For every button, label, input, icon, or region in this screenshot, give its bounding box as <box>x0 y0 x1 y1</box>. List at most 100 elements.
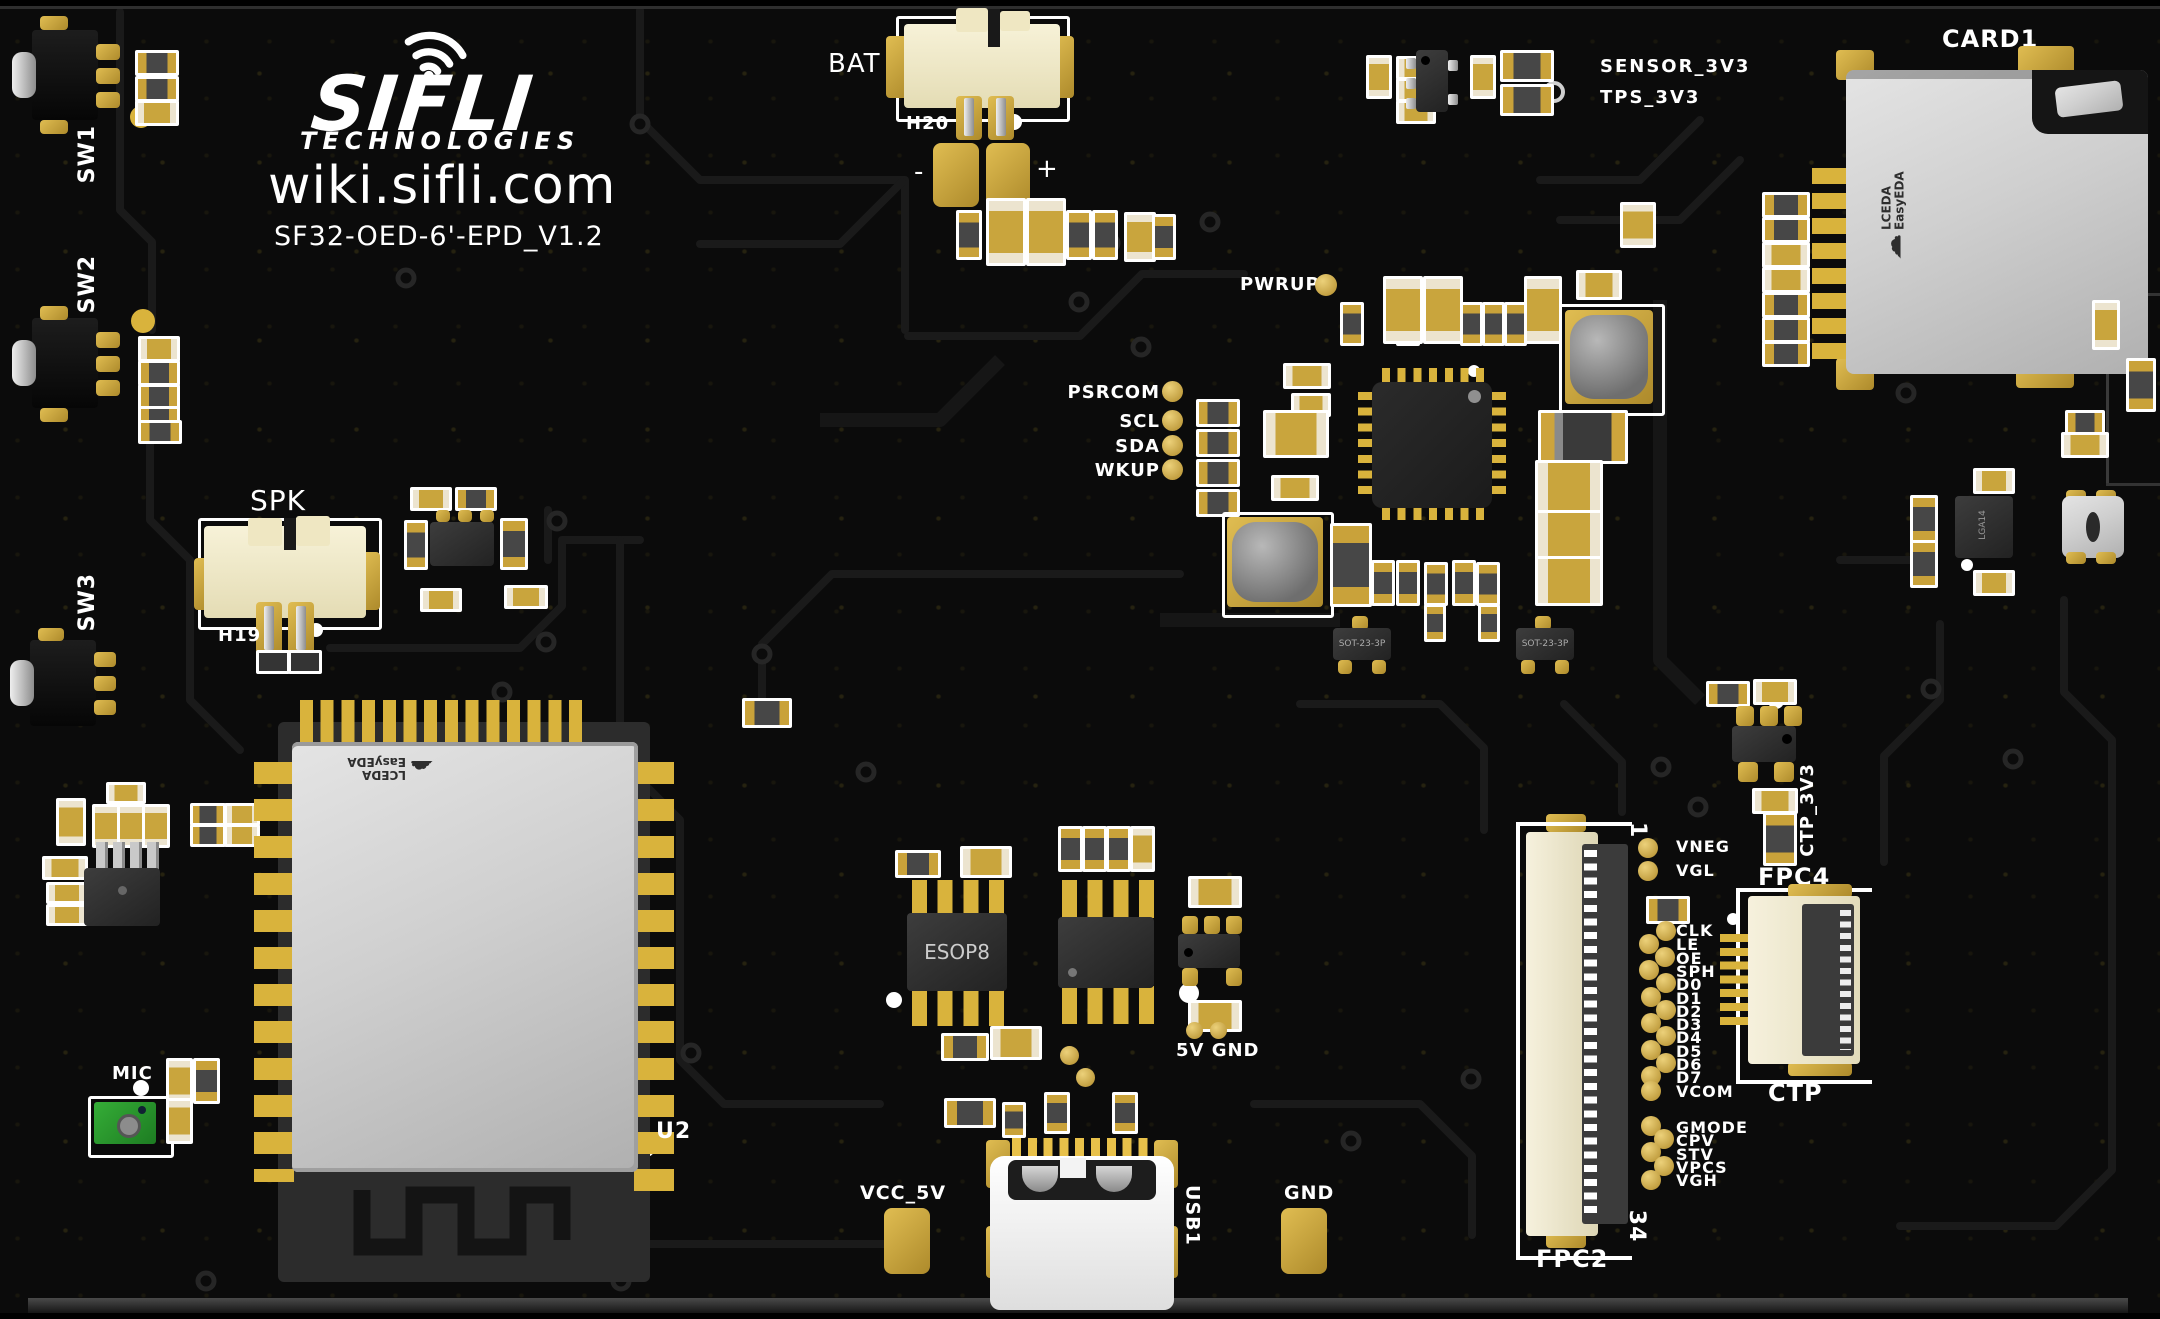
solder-pad <box>96 44 120 60</box>
chip-pin <box>1448 60 1458 71</box>
resistor <box>1058 826 1083 872</box>
tp-label: GMODE <box>1676 1118 1748 1137</box>
capacitor <box>1470 55 1496 99</box>
solder-pad <box>94 652 116 667</box>
resistor <box>1706 681 1750 707</box>
tp-label: SPH <box>1676 962 1716 981</box>
easyeda-line1: LCEDA <box>362 768 406 783</box>
resistor <box>1106 826 1131 872</box>
resistor <box>1196 429 1240 457</box>
tp-label: LE <box>1676 935 1700 954</box>
speaker-connector-tab <box>296 516 330 546</box>
tp-label: CPV <box>1676 1131 1715 1150</box>
chip-pin <box>1406 98 1416 109</box>
test-point <box>1639 934 1659 954</box>
capacitor <box>1620 202 1656 248</box>
test-point <box>1641 1081 1661 1101</box>
solder-pad <box>1182 968 1198 986</box>
capacitor <box>135 100 179 126</box>
qfn-pins-right <box>1492 392 1506 496</box>
resistor <box>941 1033 989 1061</box>
solder-pad <box>1760 706 1778 726</box>
wifi-icon <box>404 31 467 81</box>
capacitor <box>960 846 1012 878</box>
resistor <box>138 420 182 444</box>
esop8-marking: ESOP8 <box>924 940 990 964</box>
capacitor <box>1973 468 2015 494</box>
module-rf-shield <box>292 742 638 1172</box>
codec-chip <box>84 868 160 926</box>
battery-minus-pad <box>933 143 979 207</box>
resistor <box>956 210 982 260</box>
resistor <box>1371 560 1395 606</box>
capacitor <box>1271 475 1319 501</box>
diode <box>1538 410 1628 464</box>
speaker-connector-tab <box>248 518 282 546</box>
resistor <box>1762 192 1810 218</box>
switch-sw1-body <box>32 30 98 120</box>
chip-pin <box>1406 58 1416 69</box>
usb1-label: USB1 <box>1181 1185 1204 1246</box>
sot23-marking: SOT-23-3P <box>1521 639 1569 649</box>
vcc-5v-label: VCC_5V <box>860 1182 947 1204</box>
solder-pad <box>436 510 450 522</box>
board-name-label: SF32-OED-6'-EPD_V1.2 <box>274 221 604 252</box>
switch-sw2-plunger <box>12 340 36 386</box>
audio-amplifier-chip <box>430 522 494 566</box>
capacitor <box>166 1098 193 1144</box>
tp-label: CLK <box>1676 921 1714 940</box>
resistor <box>1082 826 1107 872</box>
module-antenna <box>353 1186 571 1256</box>
power-inductor <box>1232 522 1318 602</box>
test-point <box>1641 1170 1661 1190</box>
capacitor <box>1188 876 1242 908</box>
resistor <box>1044 1092 1070 1134</box>
connector-pin <box>264 606 274 650</box>
resistor <box>944 1098 996 1128</box>
qfn-pins-bottom <box>1382 506 1484 520</box>
sda-test-point <box>1162 435 1183 456</box>
capacitor <box>2061 432 2109 458</box>
resistor <box>742 698 792 728</box>
resistor <box>2126 358 2156 412</box>
capacitor <box>1762 267 1810 293</box>
scl-test-point <box>1162 410 1183 431</box>
tp-label: OE <box>1676 949 1703 968</box>
chip-pins <box>1062 880 1154 918</box>
capacitor <box>420 588 462 612</box>
solder-pad <box>96 356 120 372</box>
tp-label: VCOM <box>1676 1082 1734 1101</box>
resistor <box>1002 1102 1026 1138</box>
capacitor <box>1524 276 1562 344</box>
chip-pins <box>912 880 1004 916</box>
tp-label: D2 <box>1676 1002 1703 1021</box>
5v-test-point <box>1186 1022 1203 1039</box>
fpc2-contact-comb <box>1584 850 1597 1218</box>
board-right-notch-bottom <box>2106 483 2160 486</box>
usb-c-tongue <box>1060 1158 1086 1178</box>
resistor <box>895 850 941 878</box>
battery-plus-label: + <box>1036 154 1059 184</box>
resistor <box>1910 495 1938 543</box>
resistor <box>1112 1092 1138 1134</box>
test-point <box>1656 973 1676 993</box>
tp-label: VNEG <box>1676 837 1730 856</box>
resistor <box>135 50 179 76</box>
solder-pad <box>94 700 116 715</box>
solder-pad <box>94 676 116 691</box>
capacitor <box>1383 276 1423 344</box>
resistor <box>1476 562 1500 606</box>
website-label: wiki.sifli.com <box>268 156 617 216</box>
test-point <box>1641 1142 1661 1162</box>
spk-label: SPK <box>250 484 307 517</box>
sot23-5-regulator <box>1732 726 1796 762</box>
resistor <box>1500 84 1554 116</box>
resistor <box>1092 210 1118 260</box>
solder-pad <box>1784 706 1802 726</box>
scl-label: SCL <box>1119 411 1160 432</box>
capacitor <box>138 336 180 362</box>
test-point <box>1060 1046 1079 1065</box>
solder-pad <box>40 120 68 134</box>
